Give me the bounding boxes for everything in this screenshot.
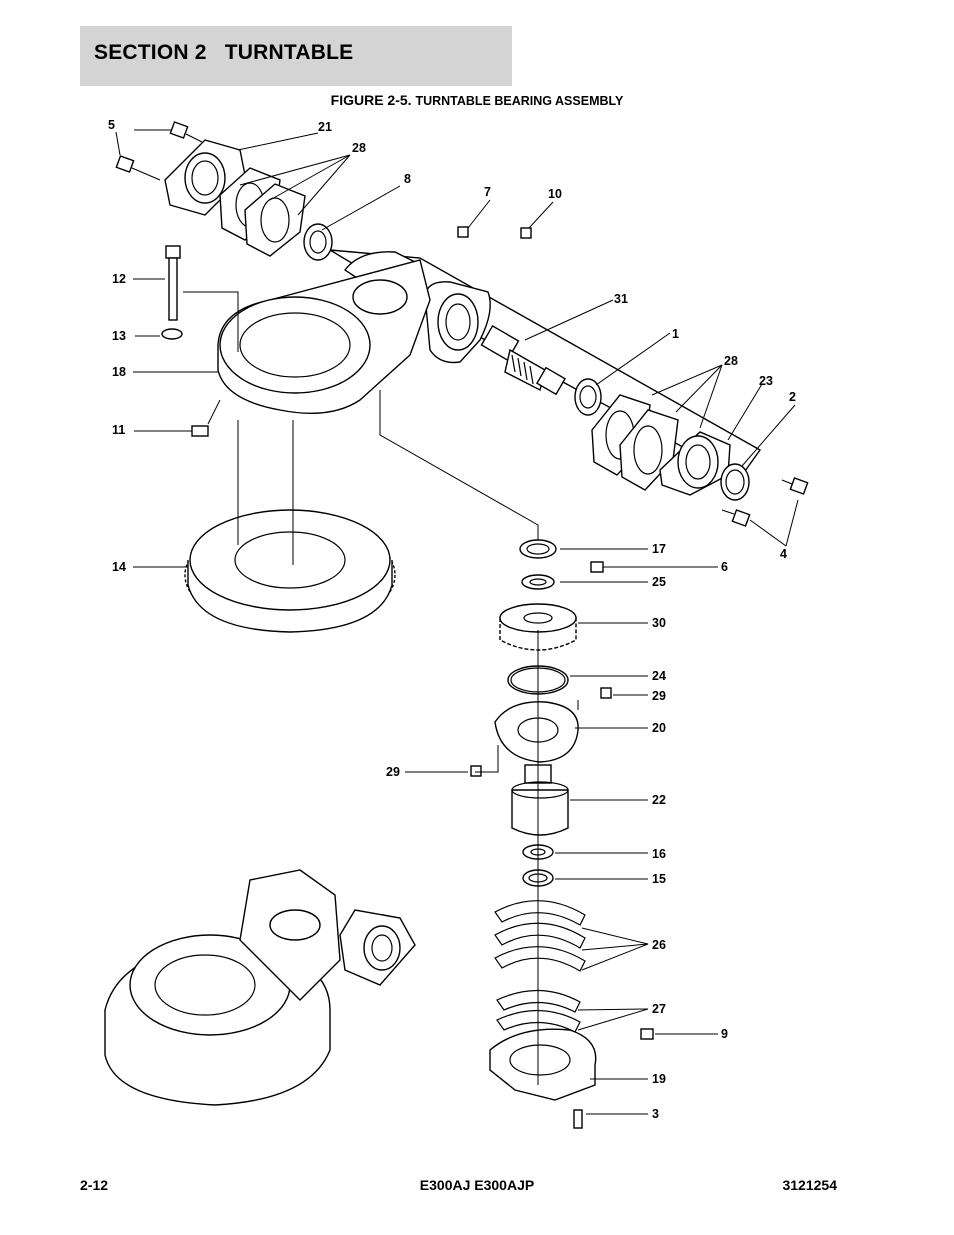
callout-14: 14 <box>112 560 126 574</box>
callout-26: 26 <box>652 938 666 952</box>
callout-16: 16 <box>652 847 666 861</box>
callout-12: 12 <box>112 272 126 286</box>
bolts-4 <box>721 477 809 527</box>
turntable-housing-18 <box>217 259 431 414</box>
callout-21: 21 <box>318 120 332 134</box>
callout-7: 7 <box>484 185 491 199</box>
callout-10: 10 <box>548 187 562 201</box>
flange-23 <box>659 431 731 496</box>
callout-11: 11 <box>112 423 125 437</box>
section-title: SECTION 2 TURNTABLE <box>94 41 354 64</box>
callout-1: 1 <box>672 327 679 341</box>
callout-2: 2 <box>789 390 796 404</box>
bearing-gear-14 <box>184 509 396 633</box>
callout-13: 13 <box>112 329 126 343</box>
callout-23: 23 <box>759 374 773 388</box>
callout-24: 24 <box>652 669 666 683</box>
shaft-31 <box>480 325 566 396</box>
callout-22: 22 <box>652 793 666 807</box>
callout-30: 30 <box>652 616 666 630</box>
callout-29-lower: 29 <box>386 765 400 779</box>
bearing-8 <box>303 223 333 261</box>
callout-5: 5 <box>108 118 115 132</box>
callout-15: 15 <box>652 872 666 886</box>
callout-8: 8 <box>404 172 411 186</box>
callout-19: 19 <box>652 1072 666 1086</box>
drive-stack <box>470 539 612 887</box>
callout-31: 31 <box>614 292 628 306</box>
seal-2 <box>720 463 750 501</box>
callout-4: 4 <box>780 547 787 561</box>
gaskets-28-left <box>219 167 306 257</box>
callout-29-upper: 29 <box>652 689 666 703</box>
callout-28-lower: 28 <box>724 354 738 368</box>
leader-lines <box>115 129 799 1115</box>
callout-28-upper: 28 <box>352 141 366 155</box>
callout-6: 6 <box>721 560 728 574</box>
callout-25: 25 <box>652 575 666 589</box>
figure-title: FIGURE 2-5. TURNTABLE BEARING ASSEMBLY <box>0 92 954 108</box>
assembled-view <box>104 869 416 1106</box>
callout-3: 3 <box>652 1107 659 1121</box>
callout-18: 18 <box>112 365 126 379</box>
callout-27: 27 <box>652 1002 666 1016</box>
callout-20: 20 <box>652 721 666 735</box>
callout-9: 9 <box>721 1027 728 1041</box>
callout-17: 17 <box>652 542 666 556</box>
figure-caption: TURNTABLE BEARING ASSEMBLY <box>415 94 624 108</box>
fitting-11 <box>191 425 209 437</box>
housing-19 <box>489 1028 654 1129</box>
bolts-5 <box>115 121 203 181</box>
document-number: 3121254 <box>782 1177 837 1193</box>
bearing-1 <box>574 378 602 416</box>
model-name: E300AJ E300AJP <box>419 1177 535 1193</box>
fittings-7-10 <box>457 226 532 239</box>
bolt-12-washer-13 <box>161 245 183 340</box>
section-header: SECTION 2 TURNTABLE <box>80 26 512 86</box>
page-number: 2-12 <box>80 1177 109 1193</box>
callout-labels: 5 21 28 8 7 10 12 31 13 1 28 18 23 2 11 … <box>108 118 796 1121</box>
shims-26-27 <box>494 900 586 1033</box>
figure-number: FIGURE 2-5. <box>330 92 412 108</box>
